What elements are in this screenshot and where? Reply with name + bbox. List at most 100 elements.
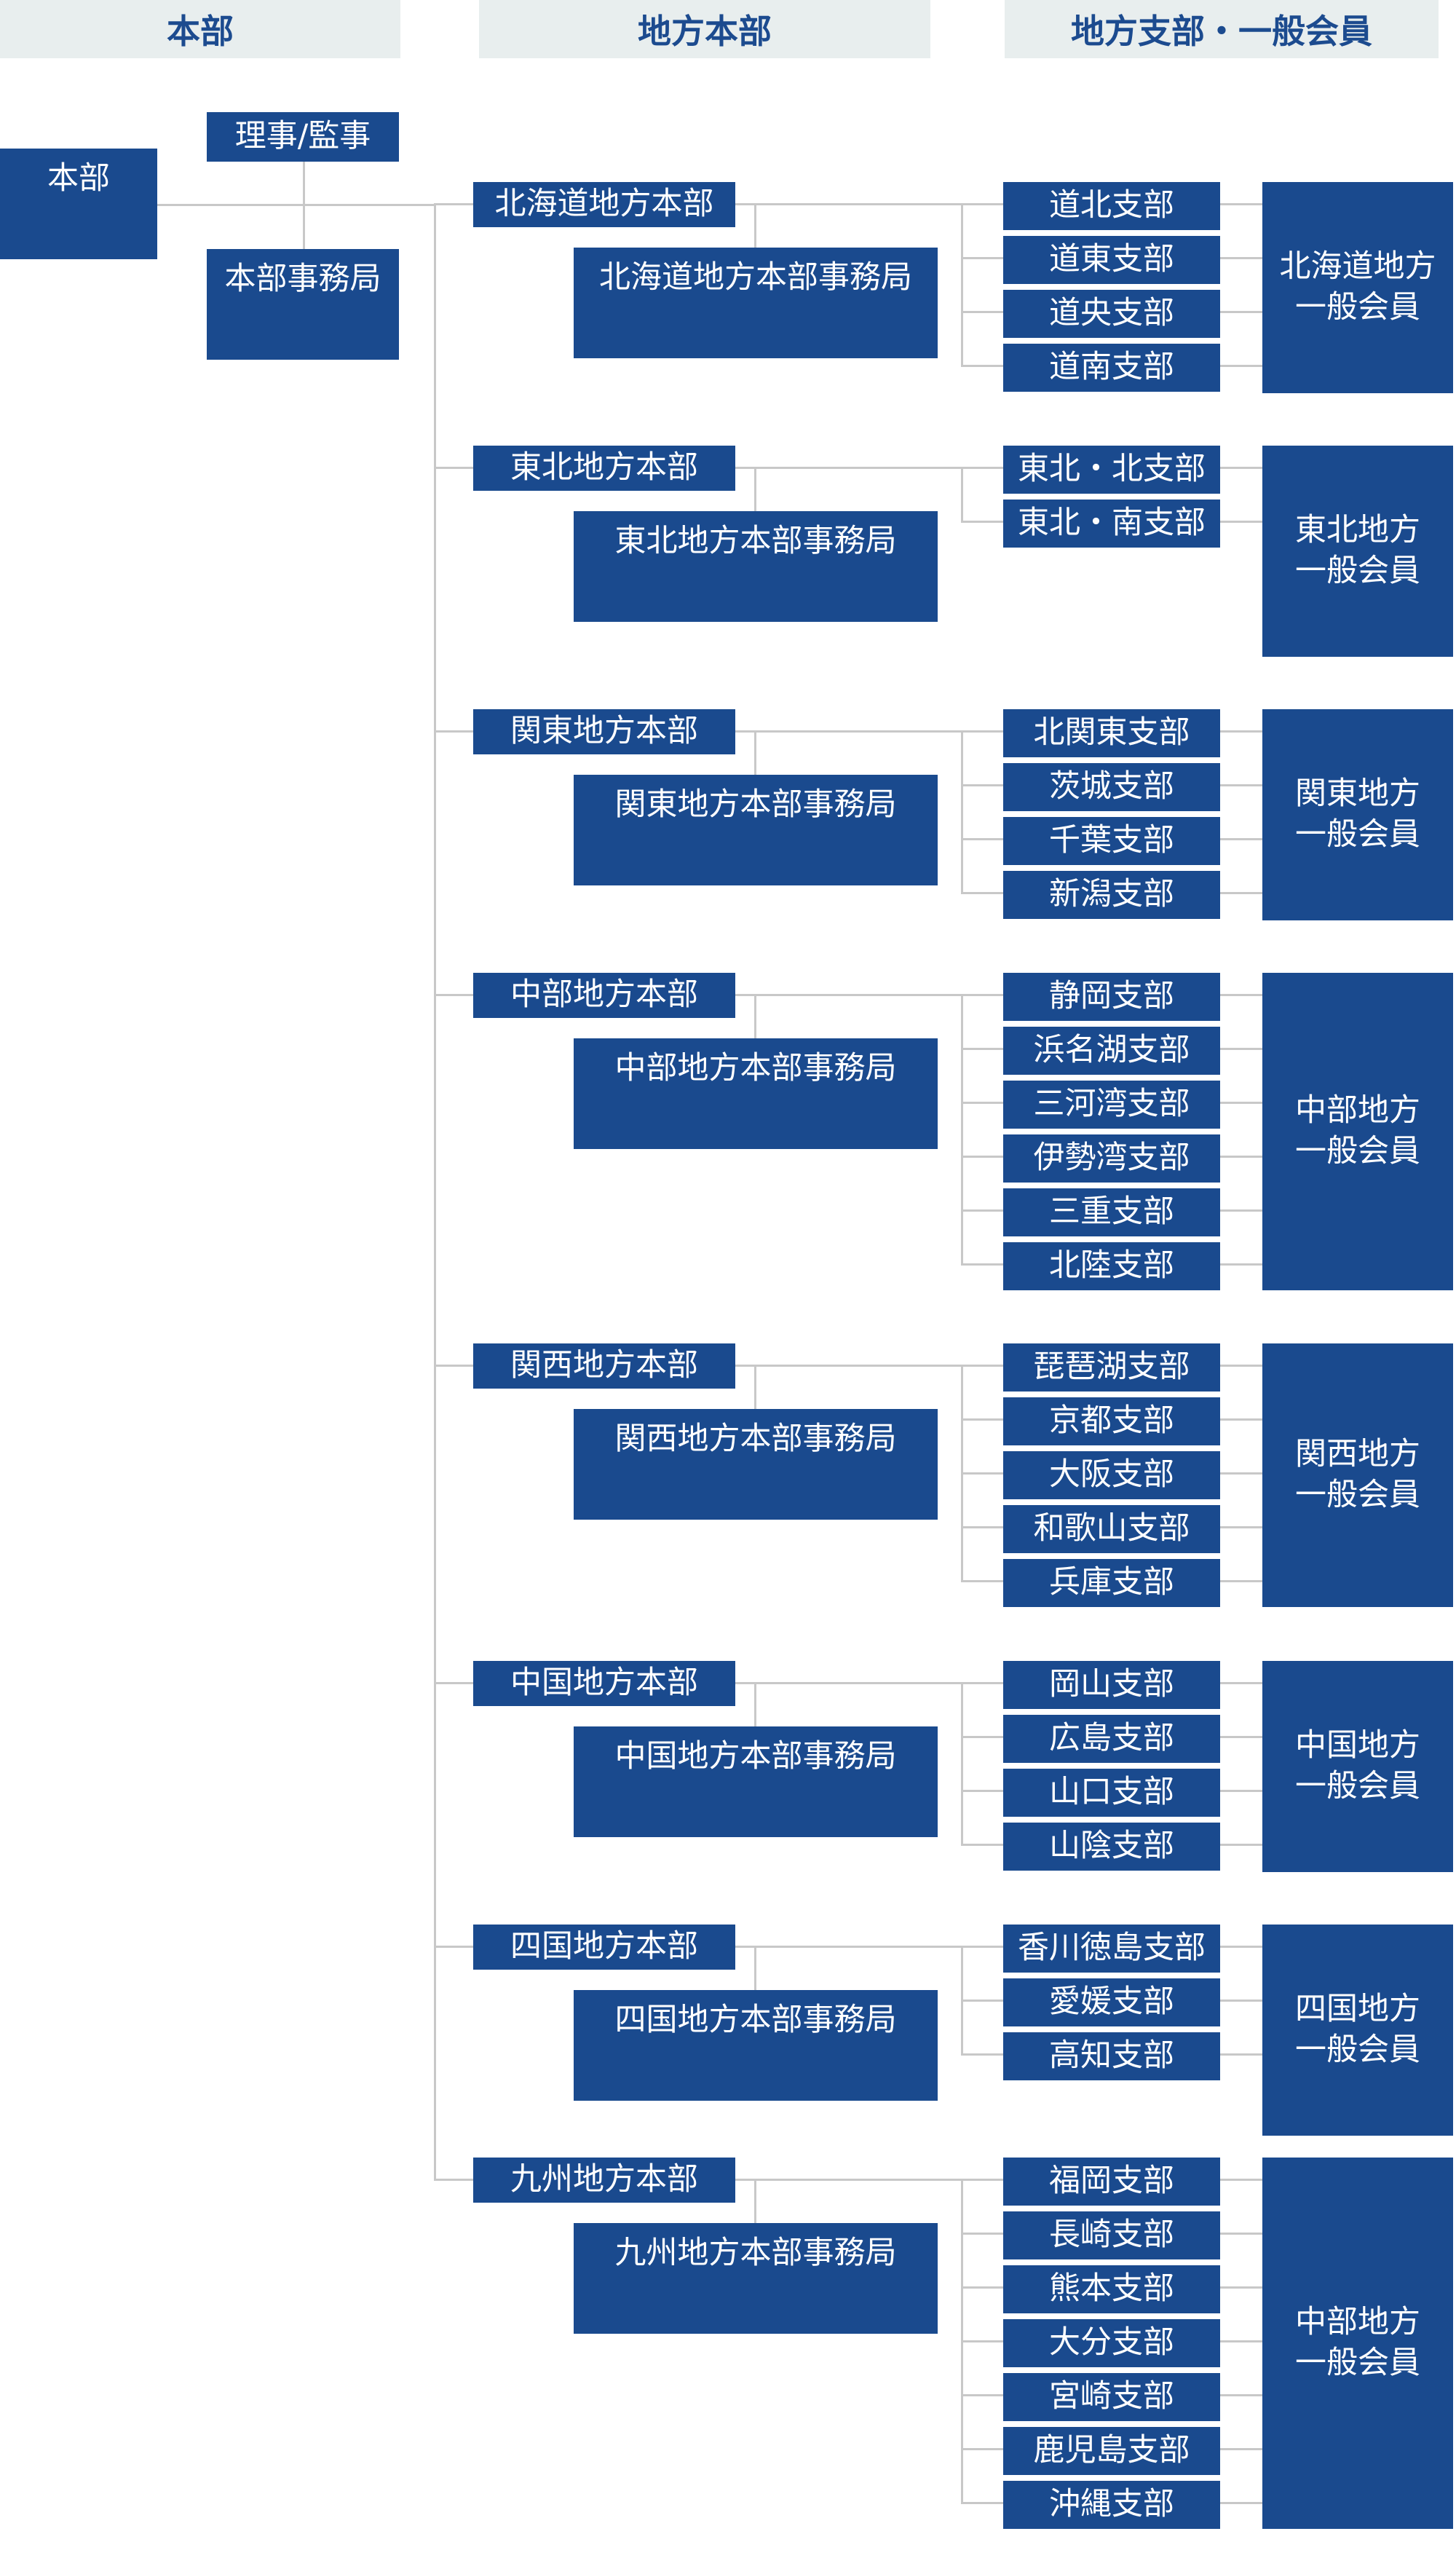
branch-box: 静岡支部 xyxy=(1003,973,1220,1021)
branch-box: 大阪支部 xyxy=(1003,1451,1220,1499)
branch-box: 三河湾支部 xyxy=(1003,1081,1220,1129)
branch-box: 兵庫支部 xyxy=(1003,1559,1220,1607)
region-jimukyoku-box: 中国地方本部事務局 xyxy=(574,1726,938,1837)
member-box: 中国地方 一般会員 xyxy=(1262,1661,1453,1872)
connector-line xyxy=(303,160,305,249)
branch-box: 山口支部 xyxy=(1003,1769,1220,1817)
branch-box: 北陸支部 xyxy=(1003,1242,1220,1290)
connector-line xyxy=(1220,257,1264,259)
member-box: 中部地方 一般会員 xyxy=(1262,973,1453,1290)
region-honbu-box: 東北地方本部 xyxy=(473,446,735,491)
connector-line xyxy=(961,994,963,1265)
connector-line xyxy=(961,1156,1005,1158)
connector-line xyxy=(961,1472,1005,1475)
connector-line xyxy=(961,994,1005,996)
connector-line xyxy=(1220,2502,1264,2504)
header-honbu: 本部 xyxy=(0,0,400,58)
connector-line xyxy=(961,2053,1005,2056)
connector-line xyxy=(961,467,1005,469)
connector-line xyxy=(961,521,1005,523)
member-box: 関東地方 一般会員 xyxy=(1262,709,1453,920)
connector-line xyxy=(1220,311,1264,313)
connector-line xyxy=(1220,1418,1264,1421)
connector-line xyxy=(1220,2053,1264,2056)
region-jimukyoku-box: 関東地方本部事務局 xyxy=(574,775,938,885)
branch-box: 広島支部 xyxy=(1003,1715,1220,1763)
riji-kanji-box: 理事/監事 xyxy=(207,112,399,162)
connector-line xyxy=(1220,2394,1264,2396)
connector-line xyxy=(961,365,1005,367)
connector-line xyxy=(1220,2233,1264,2235)
member-box: 東北地方 一般会員 xyxy=(1262,446,1453,657)
branch-box: 宮崎支部 xyxy=(1003,2373,1220,2421)
member-box: 四国地方 一般会員 xyxy=(1262,1925,1453,2136)
region-honbu-box: 中部地方本部 xyxy=(473,973,735,1018)
connector-line xyxy=(754,203,756,255)
connector-line xyxy=(961,1736,1005,1738)
branch-box: 鹿児島支部 xyxy=(1003,2427,1220,2475)
branch-box: 千葉支部 xyxy=(1003,817,1220,865)
connector-line xyxy=(961,1580,1005,1582)
branch-box: 道東支部 xyxy=(1003,236,1220,284)
connector-line xyxy=(434,204,436,2179)
connector-line xyxy=(961,1946,1005,1948)
connector-line xyxy=(961,257,1005,259)
branch-box: 道央支部 xyxy=(1003,290,1220,338)
connector-line xyxy=(1220,784,1264,786)
connector-line xyxy=(961,2233,1005,2235)
connector-line xyxy=(961,1790,1005,1792)
connector-line xyxy=(961,203,963,366)
connector-line xyxy=(961,892,1005,894)
connector-line xyxy=(961,1526,1005,1528)
connector-line xyxy=(961,1102,1005,1104)
connector-line xyxy=(1220,2000,1264,2002)
connector-line xyxy=(961,1048,1005,1050)
connector-line xyxy=(1220,2340,1264,2342)
connector-line xyxy=(1220,203,1264,205)
connector-line xyxy=(1220,838,1264,840)
branch-box: 三重支部 xyxy=(1003,1188,1220,1236)
connector-line xyxy=(961,1844,1005,1846)
connector-line xyxy=(1220,2179,1264,2181)
branch-box: 北関東支部 xyxy=(1003,709,1220,757)
branch-box: 伊勢湾支部 xyxy=(1003,1134,1220,1183)
branch-box: 茨城支部 xyxy=(1003,763,1220,811)
branch-box: 熊本支部 xyxy=(1003,2265,1220,2313)
connector-line xyxy=(1220,994,1264,996)
connector-line xyxy=(961,2179,1005,2181)
connector-line xyxy=(961,2340,1005,2342)
connector-line xyxy=(1220,467,1264,469)
connector-line xyxy=(961,1209,1005,1212)
region-honbu-box: 四国地方本部 xyxy=(473,1925,735,1970)
connector-line xyxy=(961,1418,1005,1421)
connector-line xyxy=(754,1365,756,1416)
connector-line xyxy=(1220,892,1264,894)
connector-line xyxy=(961,2000,1005,2002)
branch-box: 道南支部 xyxy=(1003,344,1220,392)
connector-line xyxy=(1220,521,1264,523)
branch-box: 東北・北支部 xyxy=(1003,446,1220,494)
connector-line xyxy=(1220,1682,1264,1684)
honbu-box: 本部 xyxy=(0,149,157,259)
branch-box: 新潟支部 xyxy=(1003,871,1220,919)
connector-line xyxy=(754,1682,756,1734)
region-honbu-box: 関東地方本部 xyxy=(473,709,735,754)
connector-line xyxy=(961,2502,1005,2504)
connector-line xyxy=(754,730,756,782)
connector-line xyxy=(754,1946,756,1997)
branch-box: 高知支部 xyxy=(1003,2032,1220,2080)
connector-line xyxy=(1220,1736,1264,1738)
connector-line xyxy=(754,2179,756,2230)
connector-line xyxy=(961,2286,1005,2289)
connector-line xyxy=(1220,2286,1264,2289)
member-box: 中部地方 一般会員 xyxy=(1262,2158,1453,2529)
region-jimukyoku-box: 九州地方本部事務局 xyxy=(574,2223,938,2334)
branch-box: 沖縄支部 xyxy=(1003,2481,1220,2529)
connector-line xyxy=(961,784,1005,786)
connector-line xyxy=(1220,1263,1264,1266)
region-honbu-box: 関西地方本部 xyxy=(473,1343,735,1389)
connector-line xyxy=(754,467,756,518)
branch-box: 京都支部 xyxy=(1003,1397,1220,1445)
connector-line xyxy=(1220,2448,1264,2450)
